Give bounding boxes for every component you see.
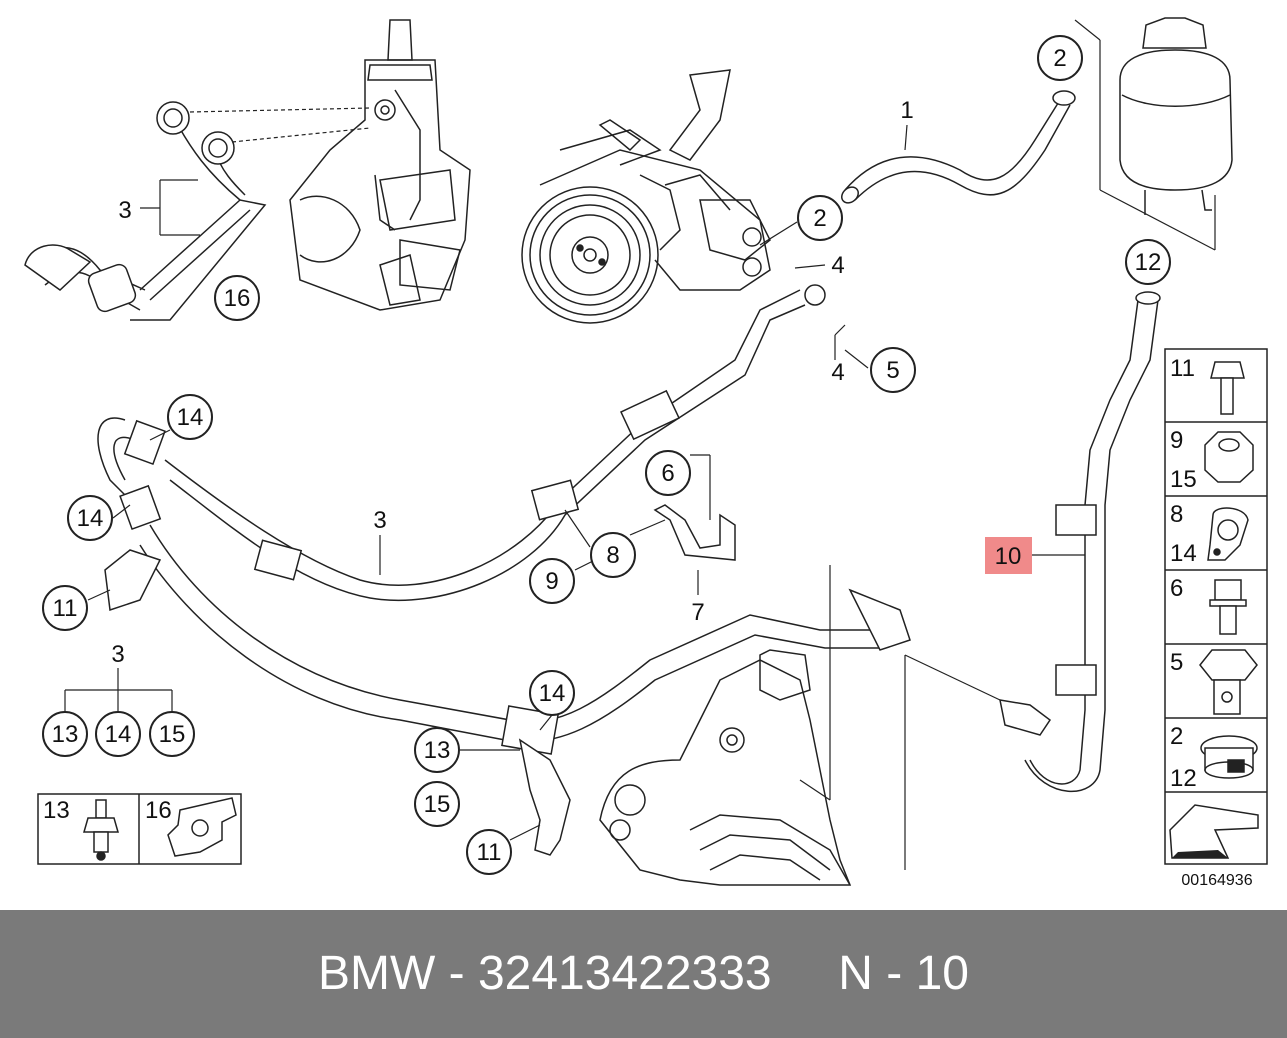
front-arrow-icon (1169, 804, 1259, 859)
callout-10: 10 (995, 543, 1022, 570)
callout-14-group: 14 (105, 721, 132, 748)
callout-14-top: 14 (177, 404, 204, 431)
legend-right-6: 6 (1170, 575, 1183, 602)
double-clip-icon (167, 797, 237, 857)
line-3-illustration (97, 284, 911, 755)
legend-bottom-panel: 13 16 (37, 793, 242, 865)
legend-right-15: 15 (1170, 466, 1197, 493)
callout-7: 7 (691, 599, 704, 626)
callout-circles (42, 35, 1171, 875)
callout-13-group: 13 (52, 721, 79, 748)
legend-right-5: 5 (1170, 649, 1183, 676)
banjo-bolt-icon (1199, 649, 1258, 715)
steering-rack-top-illustration (289, 19, 471, 311)
bolt-icon (1210, 361, 1245, 415)
fluid-reservoir-illustration (1119, 17, 1233, 215)
callout-14-left: 14 (77, 505, 104, 532)
power-steering-pump-illustration (521, 69, 771, 324)
hose-clamp-icon (1200, 735, 1258, 779)
callout-3-topleft: 3 (118, 197, 131, 224)
legend-bottom-13: 13 (43, 797, 70, 824)
legend-right-8: 8 (1170, 501, 1183, 528)
stud-bolt-icon (83, 799, 119, 861)
callout-2-pump: 2 (813, 205, 826, 232)
legend-right-12: 12 (1170, 765, 1197, 792)
callout-3-group: 3 (111, 641, 124, 668)
pipe-clamp-icon (1207, 507, 1249, 561)
top-left-leader-lines (189, 107, 371, 143)
callout-3-middle: 3 (373, 507, 386, 534)
nut-icon (1204, 431, 1254, 483)
parts-diagram: 2 2 12 5 16 14 14 6 8 9 11 14 13 14 15 1… (24, 17, 1268, 889)
callout-6: 6 (661, 460, 674, 487)
legend-right-14: 14 (1170, 540, 1197, 567)
callout-1: 1 (900, 97, 913, 124)
bottom-leader-lines (799, 565, 1001, 870)
collar-bolt-icon (1209, 579, 1247, 635)
hose-10-illustration (999, 291, 1161, 792)
callout-15-group: 15 (159, 721, 186, 748)
bracket-11-illustrations (104, 549, 571, 856)
hose-1-illustration (841, 90, 1076, 204)
callout-leaders (64, 124, 1085, 841)
highlight-part-10 (985, 537, 1032, 574)
callout-9: 9 (545, 568, 558, 595)
callout-14-bottom: 14 (539, 680, 566, 707)
callout-2-top: 2 (1053, 45, 1066, 72)
bracket-7-illustration (653, 504, 736, 561)
callout-11-bottom: 11 (477, 839, 502, 866)
return-line-detail-illustration (24, 101, 267, 321)
part-number-footer: BMW - 32413422333 N - 10 (0, 910, 1287, 1038)
reservoir-leader-lines (1074, 19, 1216, 251)
legend-right-11: 11 (1170, 355, 1195, 382)
callout-11-left: 11 (53, 595, 78, 622)
callout-5: 5 (886, 357, 899, 384)
callout-8: 8 (606, 542, 619, 569)
legend-right-2: 2 (1170, 723, 1183, 750)
callout-15-bottom: 15 (424, 791, 451, 818)
callout-12: 12 (1135, 249, 1162, 276)
legend-right-panel: 11 9 15 8 14 6 5 2 12 (1164, 348, 1268, 865)
part-number-text: BMW - 32413422333 N - 10 (318, 947, 969, 1000)
callout-16: 16 (224, 285, 251, 312)
steering-gear-bottom-illustration (599, 649, 852, 886)
callout-13-bottom: 13 (424, 737, 451, 764)
callout-4-lower: 4 (831, 359, 844, 386)
callout-4-upper: 4 (831, 252, 844, 279)
legend-right-9: 9 (1170, 427, 1183, 454)
legend-bottom-16: 16 (145, 797, 172, 824)
reference-number: 00164936 (1181, 872, 1252, 889)
